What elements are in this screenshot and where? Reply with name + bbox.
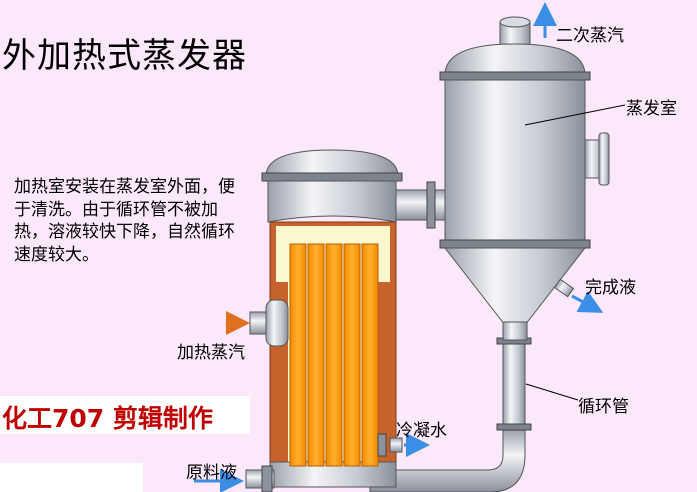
label-backdrop [0, 463, 143, 492]
page-title: 外加热式蒸发器 [2, 36, 247, 76]
vapor-connecting-pipe [389, 181, 446, 229]
circulation-pipe-leader [525, 383, 579, 401]
raw-liquid-label: 原料液 [186, 463, 237, 483]
evaporation-chamber [439, 16, 610, 341]
finished-liquid-arrow [571, 290, 604, 313]
heating-steam-label: 加热蒸汽 [177, 343, 245, 363]
circulation-pipe [369, 337, 532, 492]
brand-text: 化工707 剪辑制作 [2, 404, 213, 433]
secondary-steam-label: 二次蒸汽 [556, 26, 624, 46]
circulation-pipe-label: 循环管 [578, 397, 629, 417]
evaporation-chamber-leader [524, 104, 626, 126]
description-text: 加热室安装在蒸发室外面，便于清洗。由于循环管不被加热，溶液较快下降，自然循环速度… [14, 177, 235, 265]
condensate-water-label: 冷凝水 [396, 421, 447, 441]
finished-liquid-label: 完成液 [585, 278, 636, 298]
brand-banner: 化工707 剪辑制作 [0, 396, 250, 434]
heating-chamber [245, 149, 403, 492]
evaporation-chamber-label: 蒸发室 [626, 99, 677, 119]
